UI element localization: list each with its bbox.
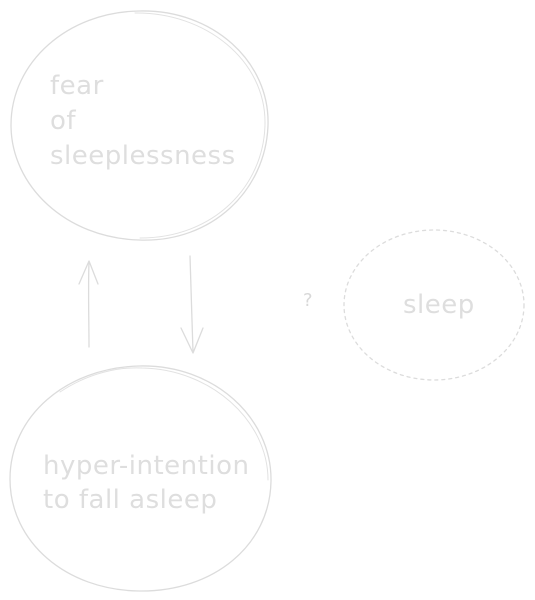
node-hyper-line-2: to fall asleep <box>43 485 217 515</box>
node-fear-circle <box>10 10 269 241</box>
node-fear-line-3: sleeplessness <box>50 141 236 171</box>
arrow-up <box>78 260 99 348</box>
node-sleep-circle <box>343 229 525 381</box>
node-sleep: sleep <box>343 229 525 381</box>
node-fear-line-1: fear <box>50 71 104 101</box>
node-fear-line-2: of <box>50 106 76 136</box>
arrow-down <box>180 255 204 354</box>
node-fear-of-sleeplessness: fear of sleeplessness <box>10 10 269 241</box>
arrow-up-head <box>78 260 99 285</box>
node-fear-label: fear of sleeplessness <box>50 71 236 171</box>
question-mark: ? <box>303 290 313 311</box>
node-hyper-label: hyper-intention to fall asleep <box>43 451 258 515</box>
node-hyper-line-1: hyper-intention <box>43 451 249 481</box>
node-sleep-label: sleep <box>403 290 475 320</box>
node-hyper-circle-overstroke <box>59 367 269 481</box>
node-hyper-intention: hyper-intention to fall asleep <box>9 365 272 592</box>
arrow-down-head <box>180 327 204 354</box>
node-hyper-circle <box>9 365 272 592</box>
arrow-down-shaft <box>189 255 194 353</box>
node-fear-circle-overstroke <box>134 12 266 239</box>
